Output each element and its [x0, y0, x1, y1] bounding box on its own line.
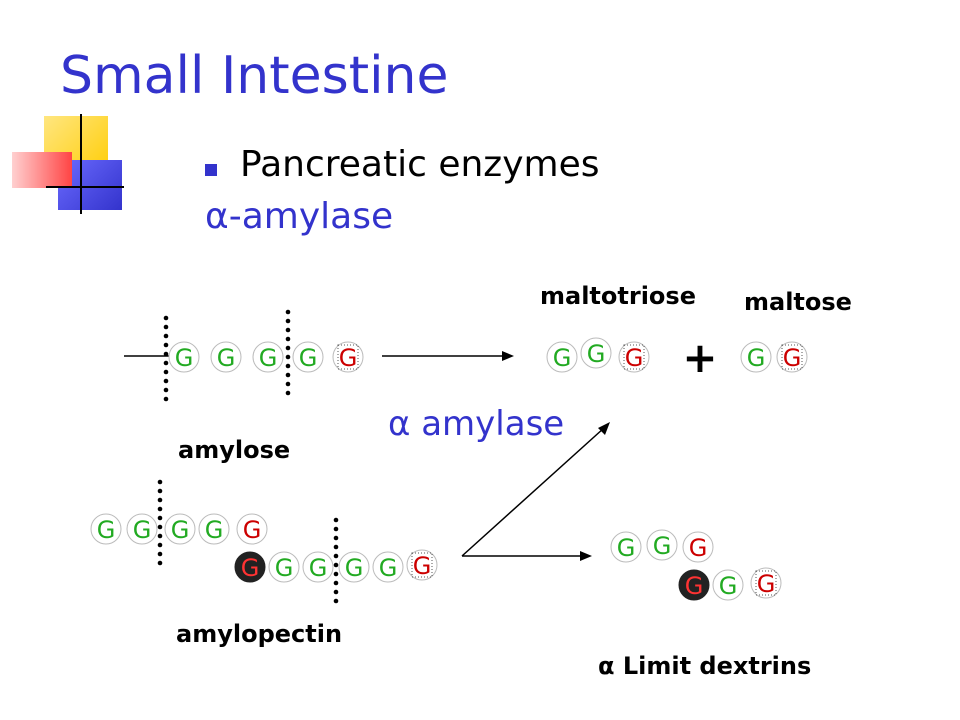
svg-text:G: G — [241, 554, 260, 582]
cleavage-dots — [157, 309, 339, 604]
amylopectin-lower-glucose-3: G — [338, 551, 370, 583]
amylose-glucose-2: G — [210, 341, 242, 373]
label-limit-dextrins: α Limit dextrins — [598, 652, 812, 680]
svg-text:G: G — [553, 344, 572, 372]
maltotriose-glucose-2: G — [580, 337, 612, 369]
maltose-reducing-end: G — [776, 341, 808, 373]
amylose-arrow-head — [502, 351, 514, 361]
svg-text:G: G — [205, 516, 224, 544]
limit-dextrin-reducing-end: G — [750, 567, 782, 599]
amylose-glucose-4: G — [292, 341, 324, 373]
amylopectin-arrow-up-head — [598, 422, 610, 435]
svg-text:G: G — [339, 344, 358, 372]
limit-dextrin-branch-point: G — [678, 569, 710, 601]
svg-text:G: G — [625, 344, 644, 372]
svg-text:G: G — [783, 344, 802, 372]
svg-text:G: G — [217, 344, 236, 372]
amylopectin-lower-glucose-2: G — [302, 551, 334, 583]
amylopectin-lower-glucose-4: G — [372, 551, 404, 583]
svg-text:G: G — [379, 554, 398, 582]
svg-text:G: G — [309, 554, 328, 582]
svg-text:G: G — [689, 534, 708, 562]
maltotriose-glucose-1: G — [546, 341, 578, 373]
amylopectin-arrow-up — [461, 427, 605, 557]
cleavage-line-amylose-left — [163, 315, 169, 402]
svg-text:G: G — [757, 570, 776, 598]
deco-horizontal-line — [46, 186, 124, 188]
svg-text:G: G — [587, 340, 606, 368]
amylopectin-reducing-end: G — [406, 549, 438, 581]
label-maltose: maltose — [744, 288, 852, 316]
amylopectin-branch-point: G — [234, 551, 266, 583]
label-alpha-amylase: α amylase — [388, 404, 565, 444]
svg-text:G: G — [653, 532, 672, 560]
limit-dextrin-glucose-4: G — [712, 569, 744, 601]
label-amylopectin: amylopectin — [176, 620, 343, 648]
svg-text:G: G — [243, 516, 262, 544]
bullet-text: Pancreatic enzymes — [240, 144, 600, 185]
svg-text:G: G — [413, 552, 432, 580]
limit-dextrin-glucose-1: G — [610, 531, 642, 563]
amylopectin-lower-glucose-1: G — [268, 551, 300, 583]
maltotriose-reducing-end: G — [618, 341, 650, 373]
cleavage-line-amylopectin-right — [333, 517, 339, 604]
deco-vertical-line — [80, 114, 82, 214]
amylopectin-upper-glucose-4: G — [198, 513, 230, 545]
amylose-glucose-1: G — [168, 341, 200, 373]
slide-title: Small Intestine — [60, 46, 449, 106]
svg-text:G: G — [719, 572, 738, 600]
amylopectin-upper-glucose-1: G — [90, 513, 122, 545]
svg-text:G: G — [345, 554, 364, 582]
maltose-glucose-1: G — [740, 341, 772, 373]
amylopectin-upper-glucose-2: G — [126, 513, 158, 545]
svg-text:G: G — [747, 344, 766, 372]
svg-text:G: G — [175, 344, 194, 372]
amylopectin-arrow-right-head — [580, 551, 592, 561]
amylopectin-upper-glucose-3: G — [164, 513, 196, 545]
svg-text:G: G — [97, 516, 116, 544]
label-amylose: amylose — [178, 436, 291, 464]
amylase-heading: α-amylase — [205, 196, 394, 237]
cleavage-line-amylose-right — [285, 309, 291, 396]
svg-text:G: G — [617, 534, 636, 562]
amylopectin-upper-glucose-5: G — [236, 513, 268, 545]
bullet-marker — [205, 164, 217, 176]
limit-dextrin-glucose-3: G — [682, 531, 714, 563]
svg-text:G: G — [259, 344, 278, 372]
amylose-reducing-end: G — [332, 341, 364, 373]
svg-text:G: G — [299, 344, 318, 372]
svg-text:G: G — [171, 516, 190, 544]
svg-text:G: G — [685, 572, 704, 600]
limit-dextrin-glucose-2: G — [646, 529, 678, 561]
amylose-glucose-3: G — [252, 341, 284, 373]
svg-text:G: G — [133, 516, 152, 544]
deco-red-square — [12, 152, 72, 188]
plus-sign: + — [682, 333, 717, 382]
cleavage-line-amylopectin-left — [157, 479, 163, 566]
label-maltotriose: maltotriose — [540, 282, 696, 310]
svg-text:G: G — [275, 554, 294, 582]
